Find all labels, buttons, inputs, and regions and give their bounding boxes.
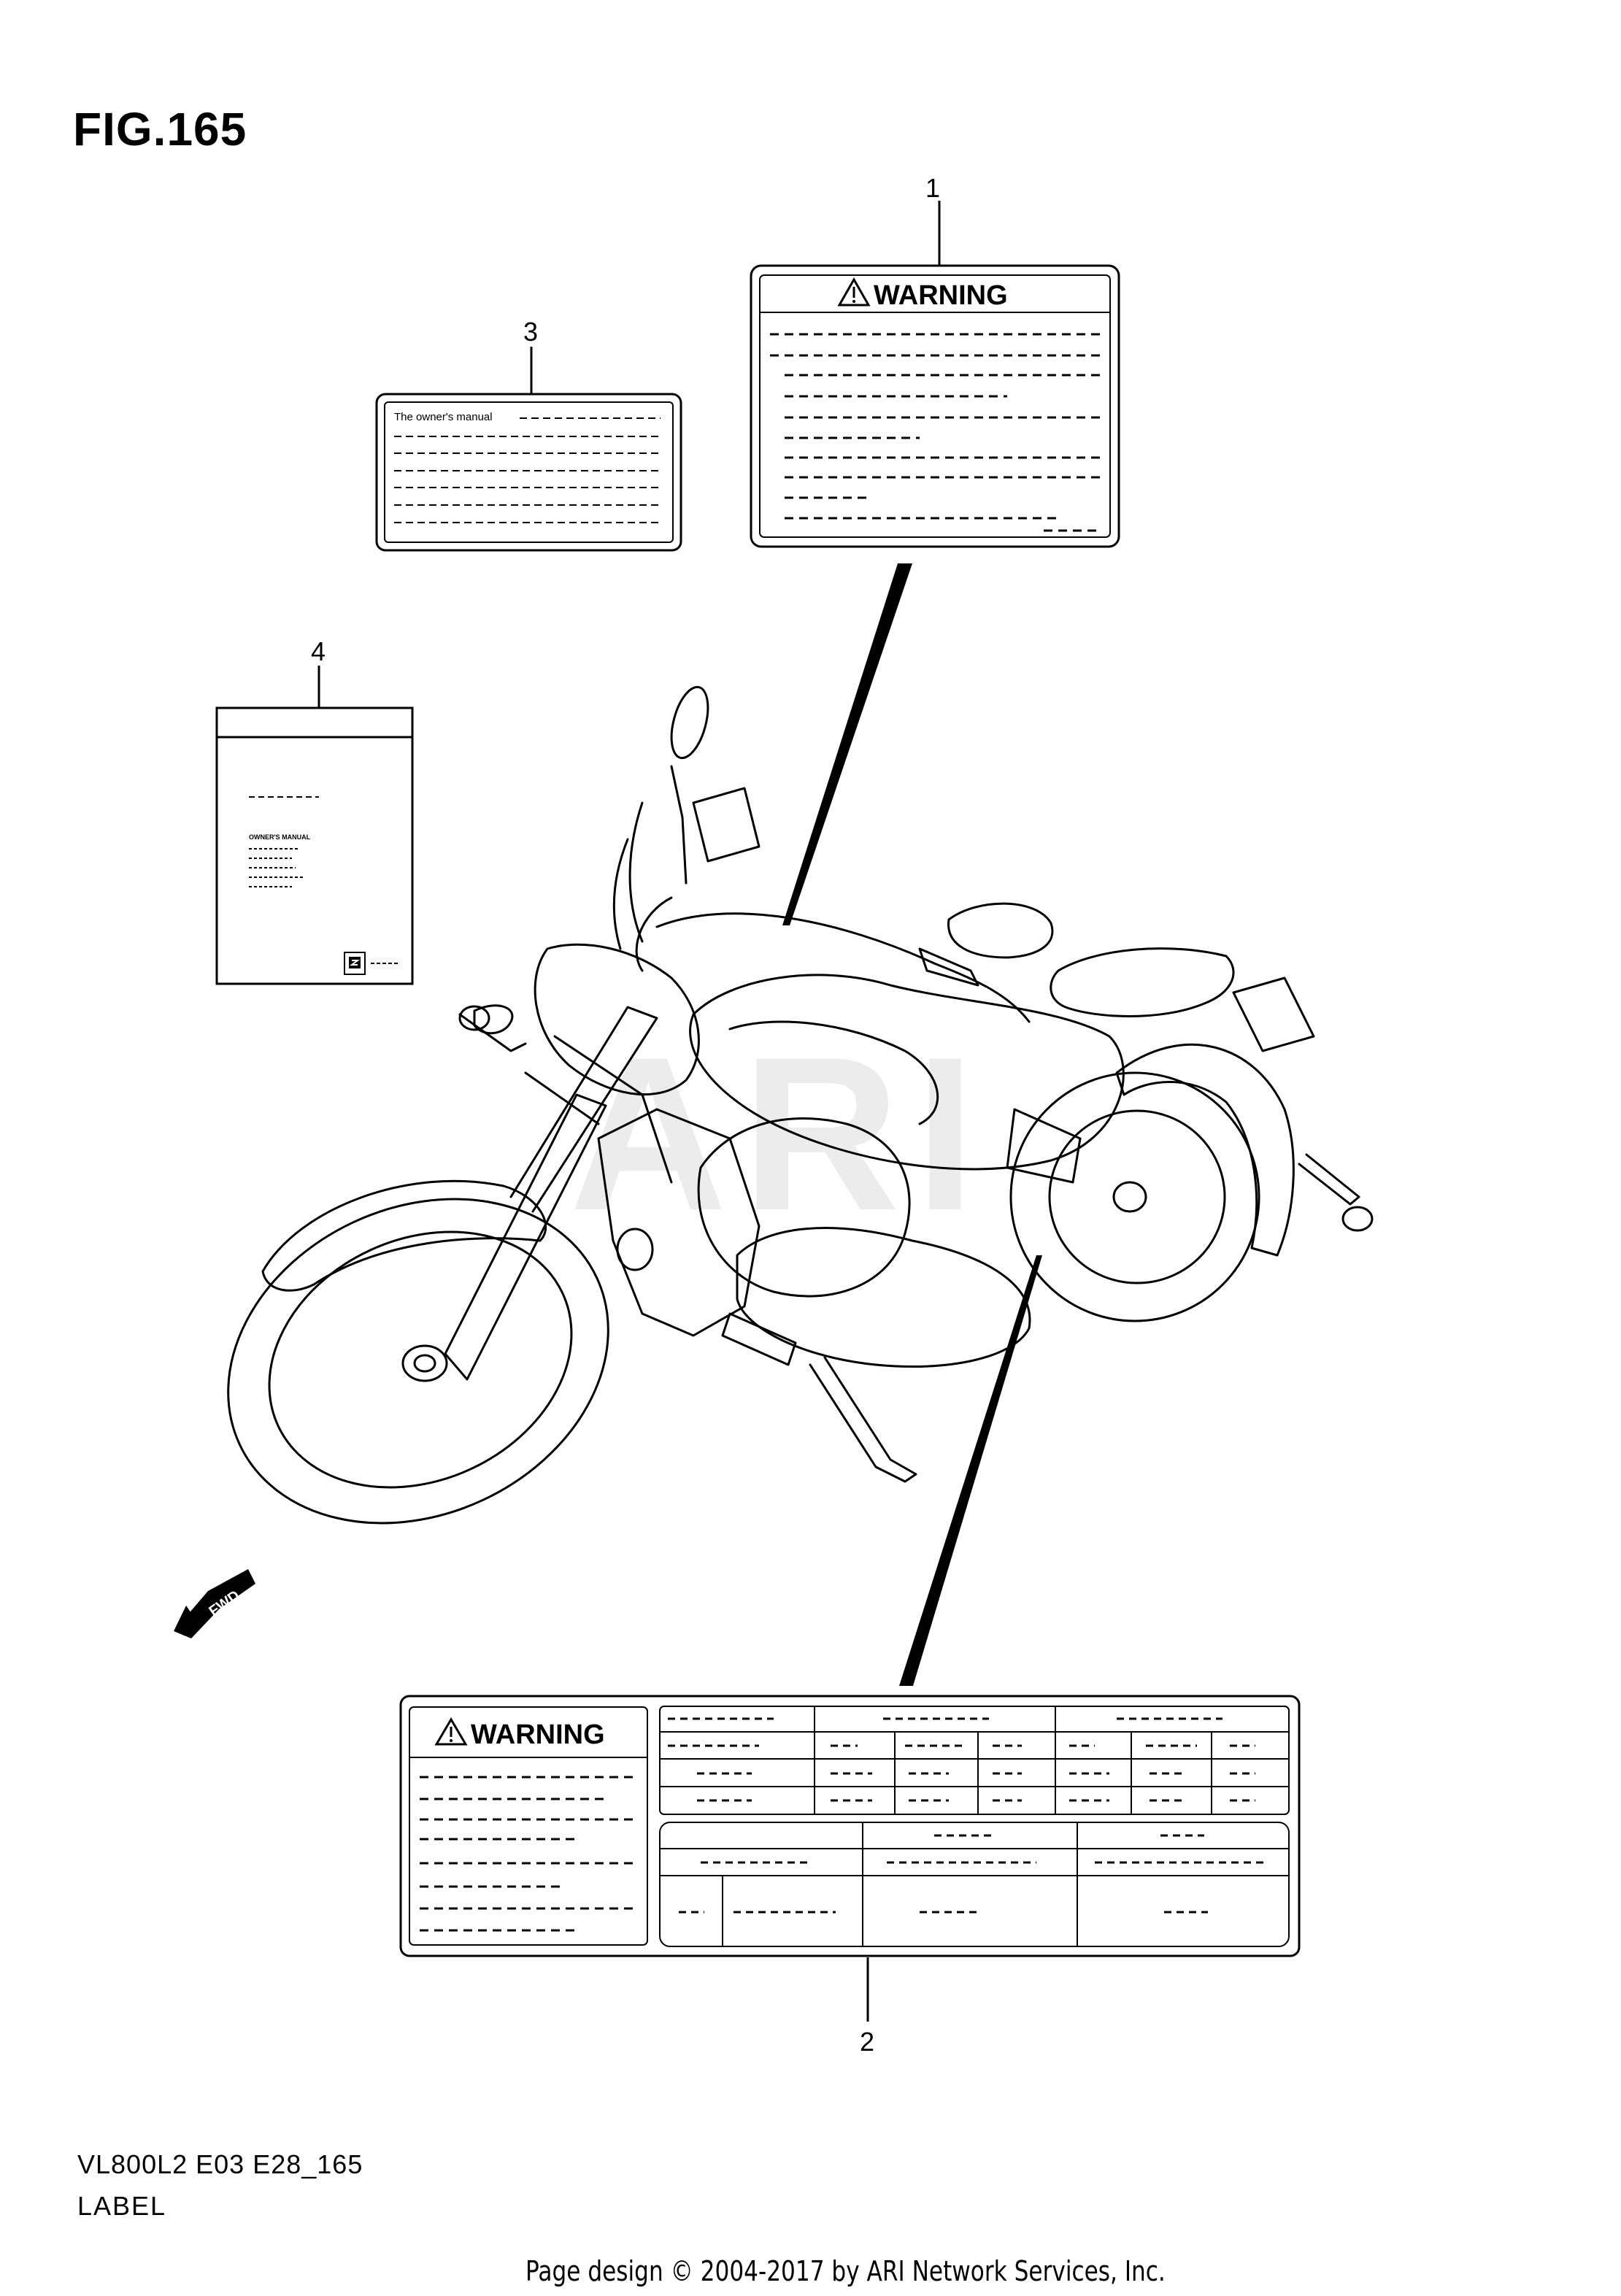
motorcycle-illustration [227, 685, 1374, 1525]
leader-pointer-label-2 [899, 1255, 1042, 1686]
owners-manual-label-3[interactable]: The owner's manual 3 [375, 317, 682, 552]
figure-title: FIG.165 [73, 103, 247, 155]
owners-manual-book-4[interactable]: OWNER'S MANUAL 4 [215, 636, 414, 985]
warning-triangle-icon [837, 277, 871, 307]
suzuki-logo-icon [349, 957, 361, 968]
warning-label-1[interactable]: WARNING 1 [750, 173, 1120, 548]
section-name: LABEL [77, 2191, 167, 2221]
callout-number-2: 2 [860, 2027, 874, 2057]
owners-manual-first-line: The owner's manual [394, 411, 493, 423]
model-code: VL800L2 E03 E28_165 [77, 2149, 363, 2179]
owners-manual-book-title: OWNER'S MANUAL [249, 833, 311, 841]
callout-number-1: 1 [925, 173, 940, 203]
warning-triangle-icon [434, 1717, 468, 1746]
callout-number-4: 4 [311, 636, 326, 666]
warning-heading-2: WARNING [471, 1719, 605, 1750]
warning-label-2[interactable]: WARNING [399, 1695, 1301, 2057]
footer-copyright: Page design © 2004-2017 by ARI Network S… [525, 2255, 1166, 2287]
callout-number-3: 3 [523, 317, 538, 347]
leader-pointer-label-1 [782, 563, 912, 925]
warning-heading-1: WARNING [874, 280, 1008, 311]
fwd-arrow-icon: FWD [174, 1569, 255, 1638]
